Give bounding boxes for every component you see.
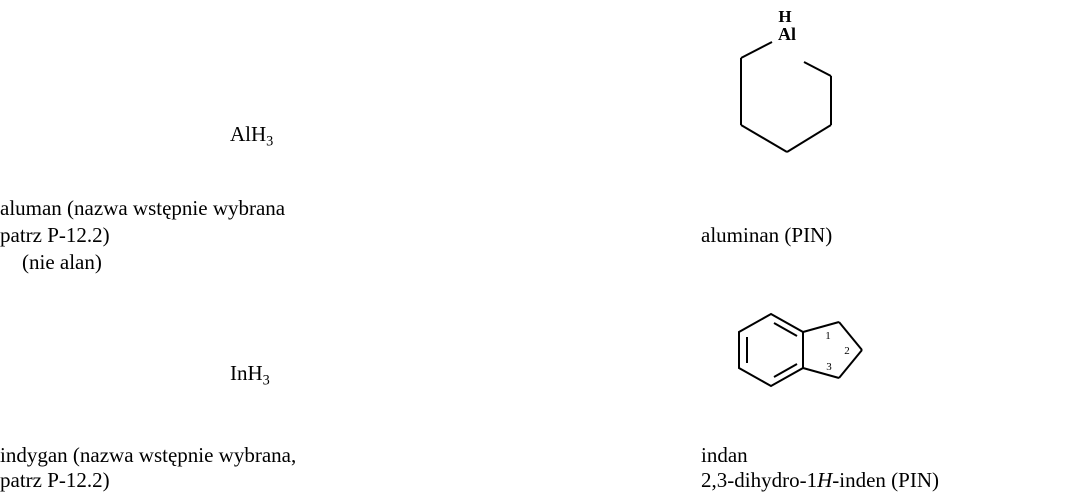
indygan-name-line2: patrz P-12.2) — [0, 468, 110, 492]
aluminan-name: aluminan (PIN) — [701, 223, 833, 247]
aluminane-ring-bonds — [740, 41, 832, 153]
aluminane-atom-al: Al — [778, 24, 796, 44]
aluminane-structure-svg: H Al — [740, 7, 832, 153]
aluman-name-line3: (nie alan) — [22, 250, 102, 274]
indane-cyclopentane-ring — [802, 321, 863, 379]
indane-benzene-ring — [738, 312, 804, 388]
aluman-name-line2: patrz P-12.2) — [0, 223, 110, 247]
indan-name: indan — [701, 443, 748, 467]
indane-locant-3: 3 — [826, 361, 832, 373]
indane-structure-svg: 1 2 3 — [738, 312, 863, 388]
formula-inh3-subscript: 3 — [262, 372, 270, 389]
dihydroinden-name: 2,3-dihydro-1H-inden (PIN) — [701, 470, 939, 491]
formula-alh3-subscript: 3 — [266, 133, 274, 150]
aluminane-structure: H Al — [725, 0, 855, 160]
formula-inh3-base: InH — [230, 361, 263, 385]
dihydroinden-name-italic: H — [817, 468, 833, 492]
indane-locant-2: 2 — [844, 345, 850, 357]
formula-alh3: AlH3 — [230, 122, 273, 149]
indane-structure: 1 2 3 — [728, 300, 878, 400]
dihydroinden-name-post: -inden (PIN) — [832, 468, 939, 492]
aluminane-atom-h: H — [778, 7, 791, 26]
formula-alh3-base: AlH — [230, 122, 267, 146]
dihydroinden-name-pre: 2,3-dihydro-1 — [701, 468, 818, 492]
formula-inh3: InH3 — [230, 361, 270, 388]
indane-locant-1: 1 — [825, 330, 831, 342]
aluman-name-line1: aluman (nazwa wstępnie wybrana — [0, 196, 286, 220]
indygan-name-line1: indygan (nazwa wstępnie wybrana, — [0, 443, 297, 467]
